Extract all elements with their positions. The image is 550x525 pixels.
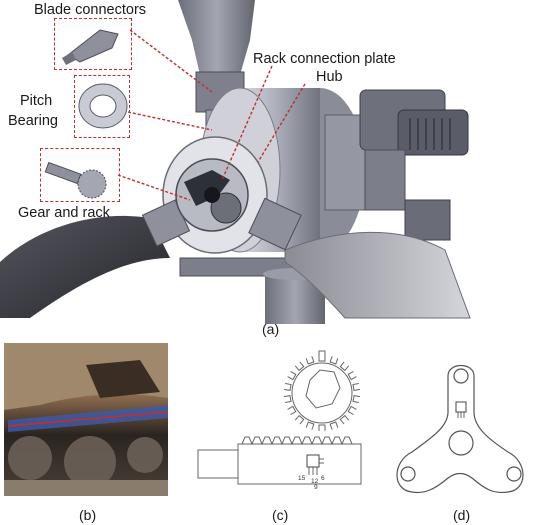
label-pitch: Pitch (20, 93, 53, 109)
panel-a-render (0, 0, 471, 324)
label-hub: Hub (316, 69, 343, 85)
label-blade-connectors: Blade connectors (34, 2, 147, 18)
hole-top (453, 368, 469, 384)
pin-label-6: 6 (321, 475, 325, 482)
left-blade (0, 199, 191, 318)
pin-label-9: 9 (314, 484, 318, 491)
gear-teeth-ring (283, 355, 361, 431)
gear-and-rack-box (40, 148, 120, 202)
caption-a: (a) (262, 321, 280, 337)
callout-lines (117, 29, 306, 201)
hole-center (448, 430, 474, 456)
label-rack-connection-plate: Rack connection plate (253, 51, 396, 67)
pitch-bearing-box (74, 75, 130, 138)
nacelle (324, 89, 469, 241)
three-arm-plate (396, 364, 524, 494)
hub-front-mechanism (175, 158, 249, 232)
caption-b: (b) (79, 507, 97, 523)
pin-label-15: 15 (298, 475, 306, 482)
rack-teeth (241, 436, 353, 446)
sensor-chip-d (455, 401, 467, 413)
gear-teeth (318, 350, 326, 357)
label-bearing: Bearing (8, 113, 58, 129)
pin-label-12: 12 (311, 478, 319, 485)
hole-right (506, 466, 522, 482)
right-blade (248, 197, 471, 319)
hole-left (400, 466, 416, 482)
blade-connectors-box (54, 18, 132, 70)
label-gear-and-rack: Gear and rack (18, 205, 110, 221)
caption-c: (c) (272, 507, 289, 523)
caption-d: (d) (453, 507, 471, 523)
